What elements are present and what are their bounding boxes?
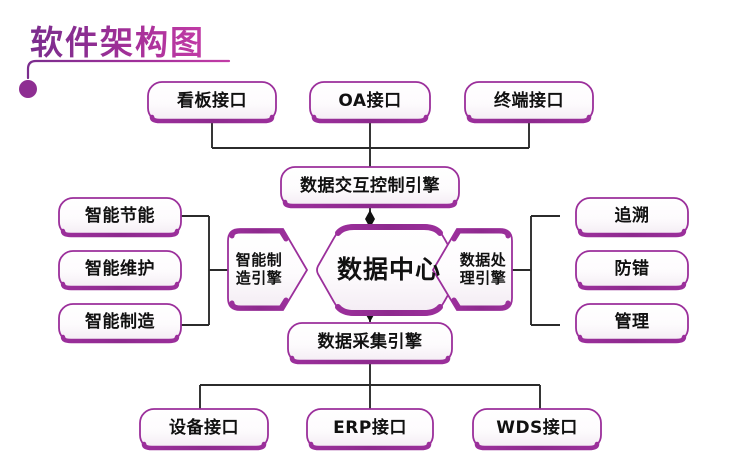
label-wds-interface: WDS接口 [496,418,578,439]
box-wds-interface[interactable] [472,408,602,451]
box-data-center[interactable] [316,224,462,316]
box-error-proofing[interactable] [575,250,689,291]
box-smart-energy-saving[interactable] [58,197,182,238]
label-erp-interface: ERP接口 [333,418,407,439]
box-smart-manufacturing[interactable] [58,303,182,344]
box-data-interaction-control-engine[interactable] [280,166,460,209]
label-error-proofing: 防错 [614,259,650,280]
label-terminal-interface: 终端接口 [494,91,564,112]
box-data-processing-engine[interactable] [431,228,513,311]
connector-top-tree [211,122,530,168]
box-device-interface[interactable] [139,408,269,451]
label-traceability: 追溯 [614,206,650,227]
label-data-interaction-control-engine: 数据交互控制引擎 [300,176,440,197]
label-oa-interface: OA接口 [338,91,402,112]
title-block: 软件架构图 [0,0,300,76]
box-smart-maintenance[interactable] [58,250,182,291]
label-data-center: 数据中心 [336,255,441,284]
box-kanban-interface[interactable] [147,81,277,124]
label-data-collection-engine: 数据采集引擎 [317,332,423,353]
box-erp-interface[interactable] [306,408,434,451]
box-terminal-interface[interactable] [464,81,594,124]
title-bullet-dot [19,80,37,98]
label-smart-energy-saving: 智能节能 [85,206,155,227]
connector-left-bracket [180,215,228,326]
label-smart-manufacturing: 智能制造 [85,312,155,333]
label-smart-manufacturing-engine: 智能制 造引擎 [235,251,283,287]
label-kanban-interface: 看板接口 [177,91,247,112]
label-device-interface: 设备接口 [169,418,239,439]
box-smart-manufacturing-engine[interactable] [227,228,309,311]
box-oa-interface[interactable] [309,81,431,124]
label-management: 管理 [614,312,650,333]
box-traceability[interactable] [575,197,689,238]
box-management[interactable] [575,303,689,344]
connector-bottom-tree [199,362,541,410]
box-data-collection-engine[interactable] [287,322,453,365]
connector-right-bracket [512,215,560,326]
title-decoration [19,9,231,98]
connector-interaction-to-center [365,206,375,228]
arrow-marker-down-top [365,210,375,228]
label-smart-maintenance: 智能维护 [85,259,155,280]
page-title: 软件架构图 [30,16,205,64]
label-data-processing-engine: 数据处 理引擎 [459,251,507,287]
